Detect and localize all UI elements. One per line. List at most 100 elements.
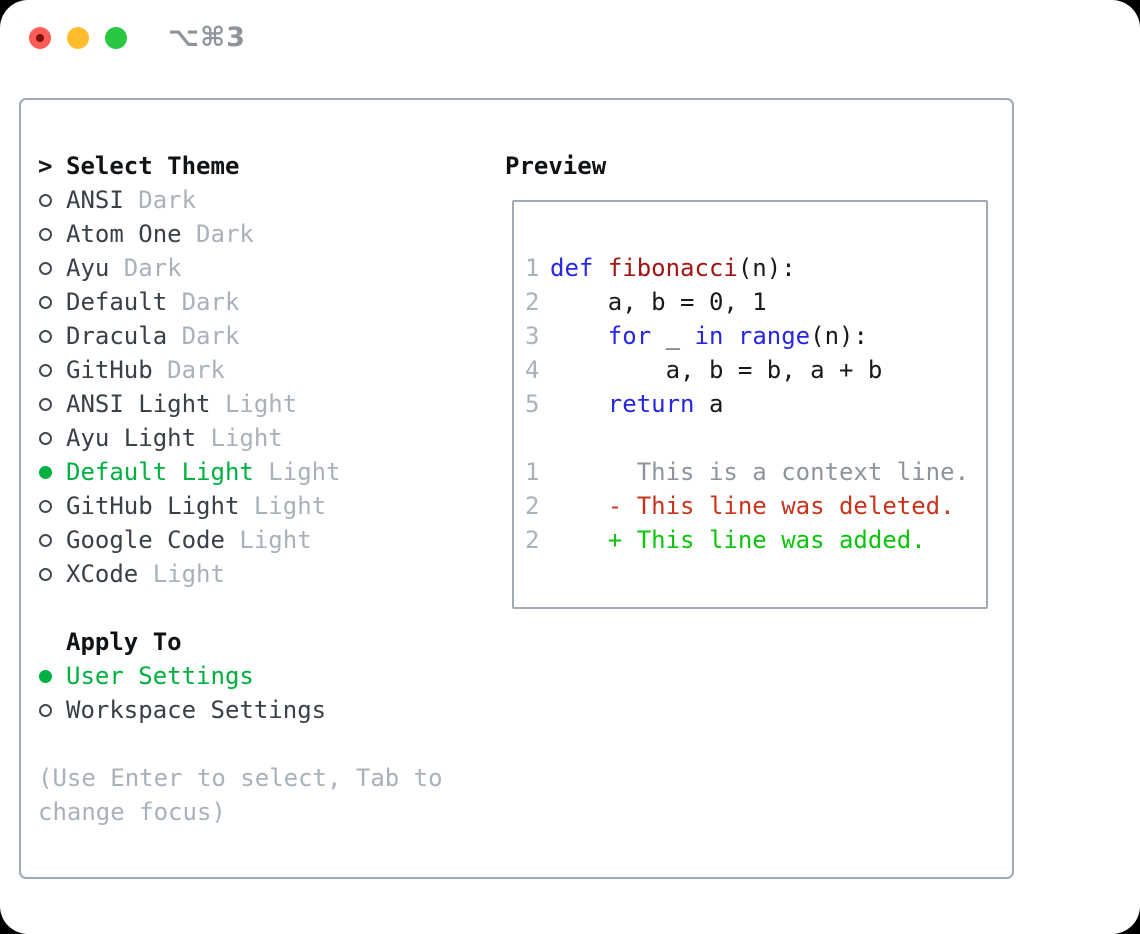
- code-token: a: [694, 390, 724, 418]
- theme-option-label: Default: [66, 288, 168, 316]
- code-token: + This line was added.: [550, 526, 926, 554]
- radio-unselected-icon: [39, 295, 52, 309]
- code-token: a, b = 0, 1: [550, 288, 767, 316]
- theme-option-variant: Light: [224, 526, 312, 554]
- code-token: def: [550, 254, 594, 282]
- line-number: 2: [525, 526, 540, 554]
- radio-unselected-icon: [39, 499, 52, 513]
- hint-line: change focus): [38, 798, 226, 826]
- code-token: range: [737, 322, 811, 350]
- radio-unselected-icon: [39, 329, 52, 343]
- code-token: [550, 322, 608, 350]
- spacer-row: [38, 591, 443, 625]
- line-number: 1: [525, 458, 540, 486]
- spacer-row: [38, 727, 443, 761]
- line-number: 1: [525, 254, 540, 282]
- theme-option[interactable]: ANSI Light Light: [38, 387, 443, 421]
- preview-heading: Preview: [505, 152, 607, 180]
- radio-unselected-icon: [39, 533, 52, 547]
- code-line: 2 a, b = 0, 1: [525, 285, 986, 319]
- cursor-icon: >: [38, 152, 53, 180]
- select-theme-heading-label: Select Theme: [66, 152, 240, 180]
- target-option-label: Workspace Settings: [66, 696, 327, 724]
- theme-option[interactable]: Default Light Light: [38, 455, 443, 489]
- code-token: [593, 254, 607, 282]
- radio-selected-icon: [39, 465, 52, 479]
- radio-unselected-icon: [39, 363, 52, 377]
- hint-line: (Use Enter to select, Tab to: [38, 764, 443, 792]
- theme-option-variant: Dark: [152, 356, 225, 384]
- line-number: 5: [525, 390, 540, 418]
- theme-option[interactable]: Dracula Dark: [38, 319, 443, 353]
- theme-option-variant: Dark: [123, 186, 197, 214]
- code-line: [525, 421, 986, 455]
- target-option[interactable]: Workspace Settings: [38, 693, 443, 727]
- code-line: 3 for _ in range(n):: [525, 319, 986, 353]
- theme-option-variant: Light: [196, 424, 283, 452]
- theme-option[interactable]: Google Code Light: [38, 523, 443, 557]
- theme-option[interactable]: GitHub Dark: [38, 353, 443, 387]
- theme-option[interactable]: GitHub Light Light: [38, 489, 443, 523]
- theme-option-label: ANSI Light: [66, 390, 211, 418]
- radio-selected-icon: [39, 669, 52, 683]
- radio-unselected-icon: [39, 397, 52, 411]
- code-token: (n):: [737, 254, 796, 282]
- code-line: 2 + This line was added.: [525, 523, 986, 557]
- theme-option-label: Google Code: [66, 526, 225, 554]
- theme-option-variant: Light: [138, 560, 225, 588]
- keyboard-hint: (Use Enter to select, Tab to change focus…: [38, 761, 443, 829]
- minimize-button[interactable]: [67, 27, 89, 49]
- code-token: [723, 322, 737, 350]
- code-token: [550, 390, 608, 418]
- target-option[interactable]: User Settings: [38, 659, 443, 693]
- theme-option-label: GitHub: [66, 356, 153, 384]
- theme-option[interactable]: Atom One Dark: [38, 217, 443, 251]
- theme-option[interactable]: Default Dark: [38, 285, 443, 319]
- zoom-button[interactable]: [105, 27, 127, 49]
- theme-option[interactable]: Ayu Dark: [38, 251, 443, 285]
- theme-option[interactable]: XCode Light: [38, 557, 443, 591]
- apply-to-heading-label: Apply To: [66, 628, 182, 656]
- theme-option-label: Dracula: [66, 322, 168, 350]
- theme-option-label: ANSI: [66, 186, 124, 214]
- theme-option-variant: Dark: [181, 220, 254, 248]
- close-button[interactable]: [29, 27, 51, 49]
- radio-unselected-icon: [39, 261, 52, 275]
- theme-option-label: GitHub Light: [66, 492, 240, 520]
- code-token: in: [694, 322, 724, 350]
- theme-option[interactable]: ANSI Dark: [38, 183, 443, 217]
- radio-unselected-icon: [39, 431, 52, 445]
- radio-unselected-icon: [39, 703, 52, 717]
- apply-to-heading: Apply To: [38, 625, 443, 659]
- radio-unselected-icon: [39, 193, 52, 207]
- line-number: 3: [525, 322, 540, 350]
- line-number: 2: [525, 492, 540, 520]
- theme-option-label: Default Light: [66, 458, 254, 486]
- radio-unselected-icon: [39, 567, 52, 581]
- select-theme-heading: > Select Theme: [38, 149, 443, 183]
- theme-option-variant: Dark: [109, 254, 182, 282]
- line-number: 4: [525, 356, 540, 384]
- code-line: 5 return a: [525, 387, 986, 421]
- titlebar: ⌥⌘3: [0, 0, 1140, 76]
- theme-option-variant: Light: [239, 492, 327, 520]
- theme-option-label: Ayu Light: [66, 424, 197, 452]
- theme-option-variant: Dark: [167, 322, 240, 350]
- code-token: for: [607, 322, 652, 350]
- code-token: fibonacci: [607, 254, 738, 282]
- code-token: _: [651, 322, 695, 350]
- code-line: 2 - This line was deleted.: [525, 489, 986, 523]
- theme-option-variant: Dark: [167, 288, 240, 316]
- theme-option[interactable]: Ayu Light Light: [38, 421, 443, 455]
- window-shortcut-label: ⌥⌘3: [168, 22, 246, 53]
- code-token: This is a context line.: [550, 458, 970, 486]
- code-line: 1 def fibonacci(n):: [525, 251, 986, 285]
- theme-option-variant: Light: [253, 458, 341, 486]
- theme-option-label: XCode: [66, 560, 139, 588]
- code-token: - This line was deleted.: [550, 492, 955, 520]
